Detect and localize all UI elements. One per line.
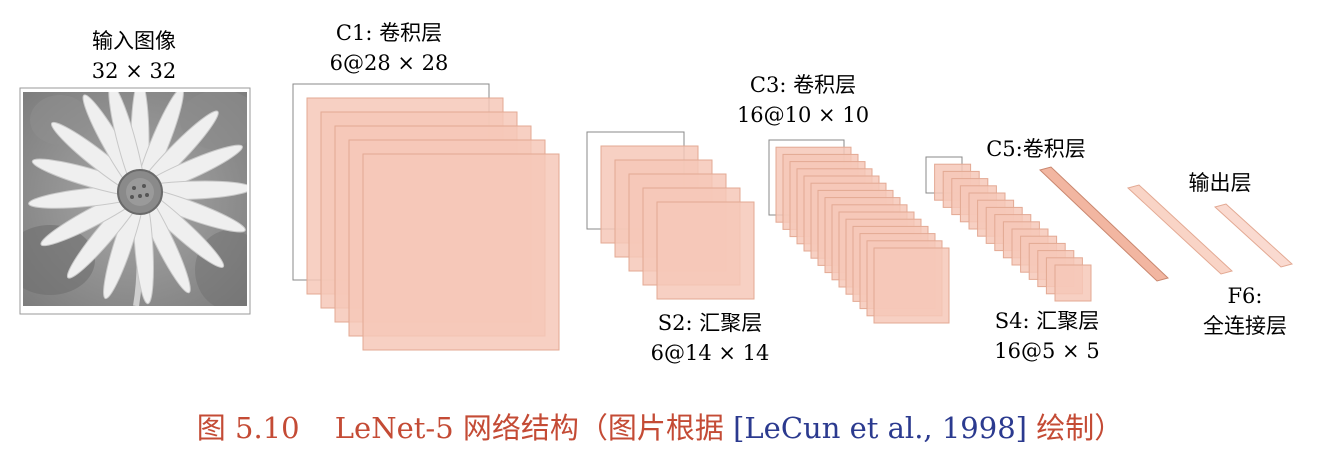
f6-layer-bar	[1126, 184, 1234, 275]
s4-size: 16@5 × 5	[994, 339, 1099, 363]
s2-map-6	[656, 201, 755, 300]
daisy-flower-picture	[23, 92, 247, 306]
figure-caption: 图 5.10 LeNet-5 网络结构（图片根据 [LeCun et al., …	[197, 411, 1123, 445]
c5-layer-bar	[1039, 166, 1169, 282]
f6-title: F6:	[1227, 284, 1262, 308]
input-size: 32 × 32	[92, 59, 176, 83]
c1-feature-maps	[292, 83, 560, 351]
output-title: 输出层	[1189, 171, 1252, 195]
s2-feature-maps	[586, 131, 755, 300]
c5-title: C5:卷积层	[986, 137, 1086, 161]
output-layer-bar	[1213, 203, 1294, 268]
caption-figure-number: 图 5.10	[197, 411, 300, 445]
input-title: 输入图像	[92, 29, 176, 53]
c3-map-16	[873, 247, 950, 324]
s4-title: S4: 汇聚层	[995, 309, 1100, 333]
s4-map-16	[1054, 264, 1092, 302]
c1-map-6	[362, 153, 560, 351]
s2-size: 6@14 × 14	[651, 341, 770, 365]
f6-subtitle: 全连接层	[1203, 314, 1287, 338]
s4-feature-maps	[925, 156, 1092, 302]
c1-size: 6@28 × 28	[330, 51, 449, 75]
c3-title: C3: 卷积层	[750, 73, 856, 97]
c3-size: 16@10 × 10	[737, 103, 869, 127]
input-image	[19, 87, 251, 315]
caption-text-before: LeNet-5 网络结构（图片根据	[335, 411, 724, 445]
c1-title: C1: 卷积层	[336, 21, 442, 45]
c3-feature-maps	[768, 139, 950, 324]
caption-citation: [LeCun et al., 1998]	[733, 411, 1027, 445]
s2-title: S2: 汇聚层	[658, 311, 763, 335]
caption-text-after: 绘制）	[1036, 411, 1123, 445]
